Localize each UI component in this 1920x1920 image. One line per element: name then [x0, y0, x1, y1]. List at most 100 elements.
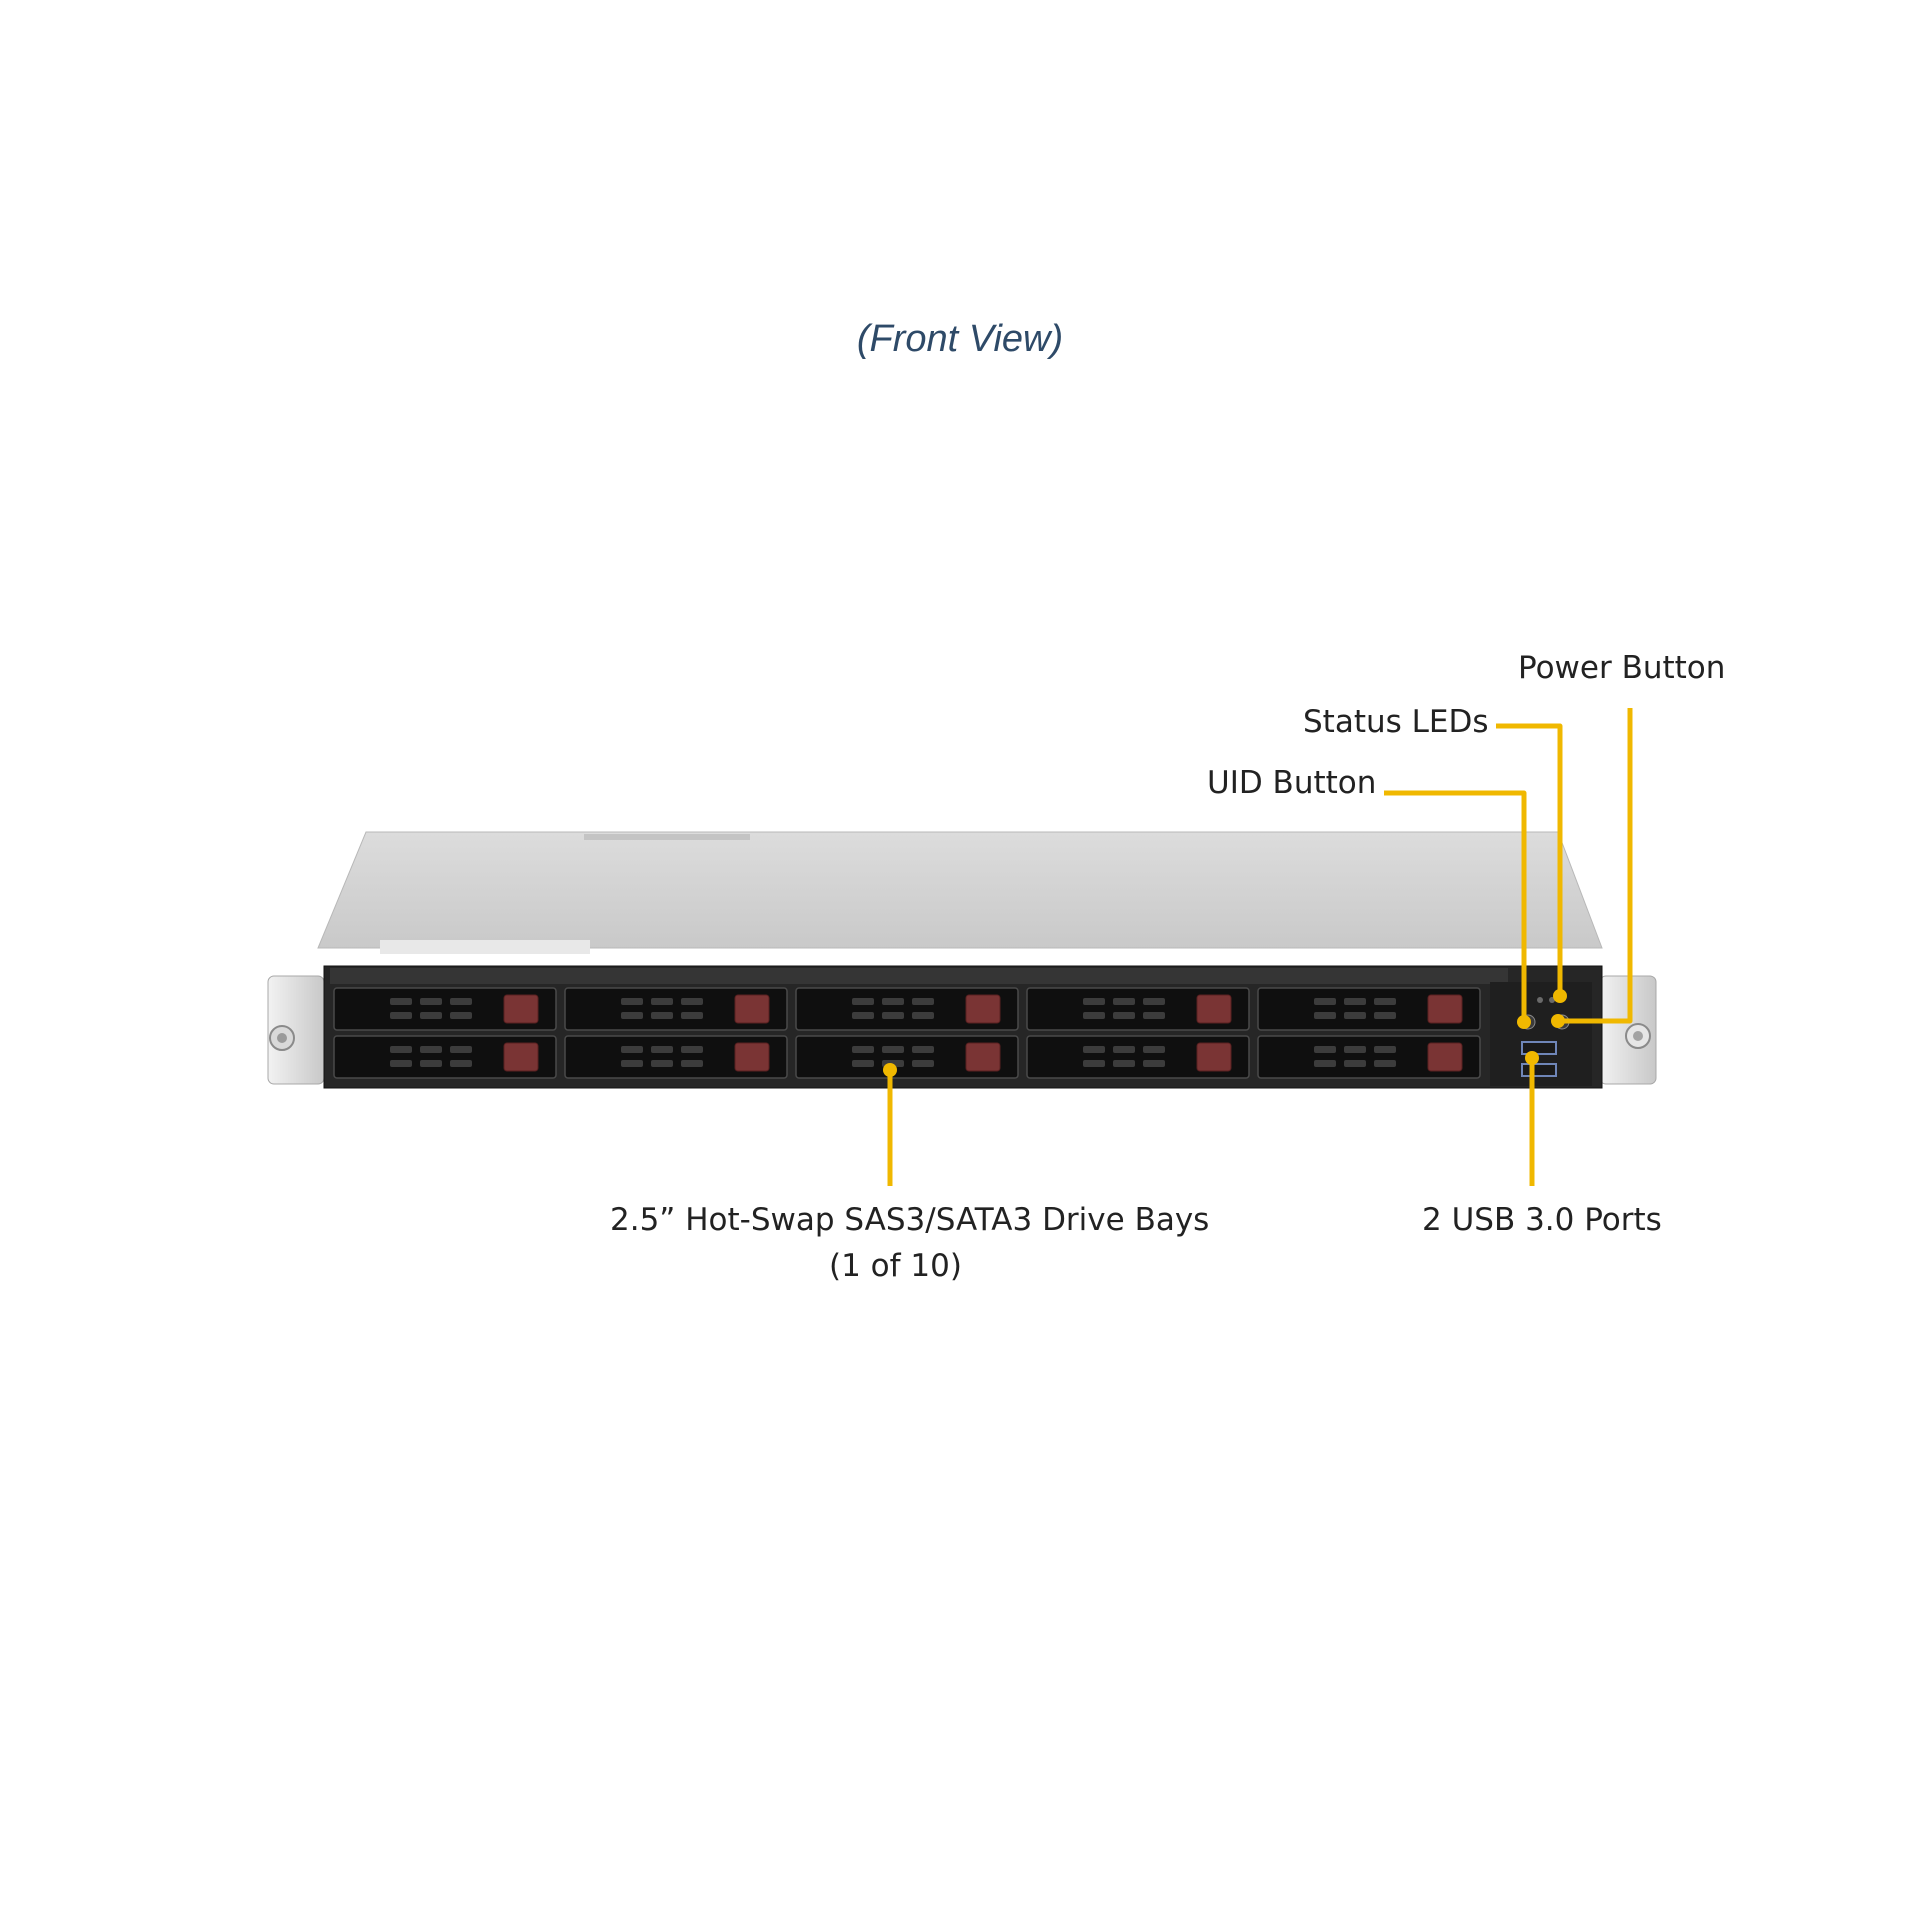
callout-dots — [883, 989, 1567, 1077]
usb-port — [1521, 1041, 1557, 1055]
label-usb-ports: 2 USB 3.0 Ports — [1422, 1202, 1662, 1238]
drive-bay-tray — [564, 1035, 788, 1079]
drive-bay-vent-slot — [1374, 1012, 1396, 1019]
drive-bay-vent-slot — [390, 1012, 412, 1019]
drive-bay-release-latch — [1196, 1042, 1232, 1072]
page-title: (Front View) — [856, 318, 1064, 360]
drive-bay-tray — [795, 987, 1019, 1031]
drive-bay-vent-slot — [1344, 998, 1366, 1005]
label-status-leds: Status LEDs — [1303, 704, 1489, 740]
chassis-top-vent — [584, 834, 750, 840]
power-button-leader — [1562, 708, 1633, 1024]
drive-bay — [795, 987, 1019, 1031]
drive-bay-vent-slot — [1143, 1046, 1165, 1053]
drive-bay-vent-slot — [882, 1012, 904, 1019]
drive-bay-vent-slot — [621, 1046, 643, 1053]
drive-bay-vent-slot — [1314, 1060, 1336, 1067]
drive-bay-vent-slot — [852, 998, 874, 1005]
drive-bay — [1257, 1035, 1481, 1079]
drive-bay-tray — [1257, 1035, 1481, 1079]
drive-bay-release-latch — [965, 1042, 1001, 1072]
drive-bay-release-latch — [734, 994, 770, 1024]
drive-bay-vent-slot — [1113, 998, 1135, 1005]
label-drive-bays: 2.5” Hot-Swap SAS3/SATA3 Drive Bays — [610, 1202, 1210, 1238]
drive-bay-vent-slot — [1374, 1060, 1396, 1067]
drive-bay-tray — [1026, 1035, 1250, 1079]
drive-bay-vent-slot — [1344, 1060, 1366, 1067]
drive-bay-vent-slot — [852, 1060, 874, 1067]
chassis-top-label — [380, 940, 590, 954]
left-rack-ear — [267, 975, 325, 1085]
drive-bay-vent-slot — [1314, 1046, 1336, 1053]
drive-bay-vent-slot — [390, 1046, 412, 1053]
drive-bay-vent-slot — [681, 1046, 703, 1053]
drive-bay-vent-slot — [420, 1046, 442, 1053]
drive-bay-vent-slot — [681, 998, 703, 1005]
drive-bay-vent-slot — [1083, 998, 1105, 1005]
drive-bay-release-latch — [1427, 1042, 1463, 1072]
drive-bay-vent-slot — [390, 1060, 412, 1067]
drive-bay-vent-slot — [1113, 1060, 1135, 1067]
drive-bay — [333, 987, 557, 1031]
drive-bay-vent-slot — [1113, 1012, 1135, 1019]
drive-bay-vent-slot — [882, 1046, 904, 1053]
drive-bay-vent-slot — [420, 1012, 442, 1019]
drive-bay-vent-slot — [1344, 1012, 1366, 1019]
drive-bay-vent-slot — [681, 1060, 703, 1067]
drive-bay-tray — [1257, 987, 1481, 1031]
drive-bay-vent-slot — [651, 998, 673, 1005]
drive-bay-vent-slot — [912, 998, 934, 1005]
drive-bay-vent-slot — [1143, 1012, 1165, 1019]
drive-bay-vent-slot — [1374, 998, 1396, 1005]
drive-bay-vent-slot — [420, 998, 442, 1005]
status-leds-leader — [1496, 723, 1563, 996]
drive-bay-vent-slot — [1314, 998, 1336, 1005]
control-panel — [1490, 982, 1592, 1086]
drive-bay-vent-slot — [621, 1060, 643, 1067]
drive-bay-release-latch — [503, 994, 539, 1024]
usb-port — [1521, 1063, 1557, 1077]
drive-bay — [1026, 987, 1250, 1031]
drive-bay-vent-slot — [651, 1046, 673, 1053]
drive-bay-vent-slot — [912, 1046, 934, 1053]
chassis-front-vent-strip — [330, 968, 1508, 984]
drive-bay-vent-slot — [912, 1060, 934, 1067]
drive-bay-vent-slot — [1113, 1046, 1135, 1053]
drive-bay-vent-slot — [420, 1060, 442, 1067]
drive-bay-release-latch — [965, 994, 1001, 1024]
drive-bay-release-latch — [734, 1042, 770, 1072]
label-drive-bays-count: (1 of 10) — [829, 1248, 962, 1284]
drive-bay-vent-slot — [450, 1012, 472, 1019]
status-leds-dot — [1553, 989, 1567, 1003]
drive-bay-vent-slot — [1143, 998, 1165, 1005]
drive-bay-vent-slot — [882, 998, 904, 1005]
drive-bay-vent-slot — [1374, 1046, 1396, 1053]
drive-bay-vent-slot — [651, 1060, 673, 1067]
power-button-dot — [1551, 1014, 1565, 1028]
drive-bay-release-latch — [1196, 994, 1232, 1024]
drive-bay-vent-slot — [1083, 1012, 1105, 1019]
drive-bay-tray — [1026, 987, 1250, 1031]
drive-bay-tray — [333, 1035, 557, 1079]
drive-bays-dot — [883, 1063, 897, 1077]
drive-bay-vent-slot — [621, 998, 643, 1005]
drive-bay-group — [333, 987, 1481, 1079]
drive-bay-vent-slot — [450, 1060, 472, 1067]
drive-bay-vent-slot — [651, 1012, 673, 1019]
drive-bay-tray — [795, 1035, 1019, 1079]
uid-button-leader — [1384, 790, 1527, 1022]
drive-bay-tray — [564, 987, 788, 1031]
uid-button-dot — [1517, 1015, 1531, 1029]
drive-bay-vent-slot — [852, 1046, 874, 1053]
drive-bay-release-latch — [503, 1042, 539, 1072]
drive-bay — [564, 1035, 788, 1079]
drive-bay-vent-slot — [852, 1012, 874, 1019]
drive-bay-vent-slot — [1143, 1060, 1165, 1067]
chassis-top-cover — [317, 831, 1603, 949]
drive-bay-vent-slot — [621, 1012, 643, 1019]
drive-bay-release-latch — [1427, 994, 1463, 1024]
drive-bay — [1026, 1035, 1250, 1079]
drive-bay — [795, 1035, 1019, 1079]
label-power-button: Power Button — [1518, 650, 1726, 686]
